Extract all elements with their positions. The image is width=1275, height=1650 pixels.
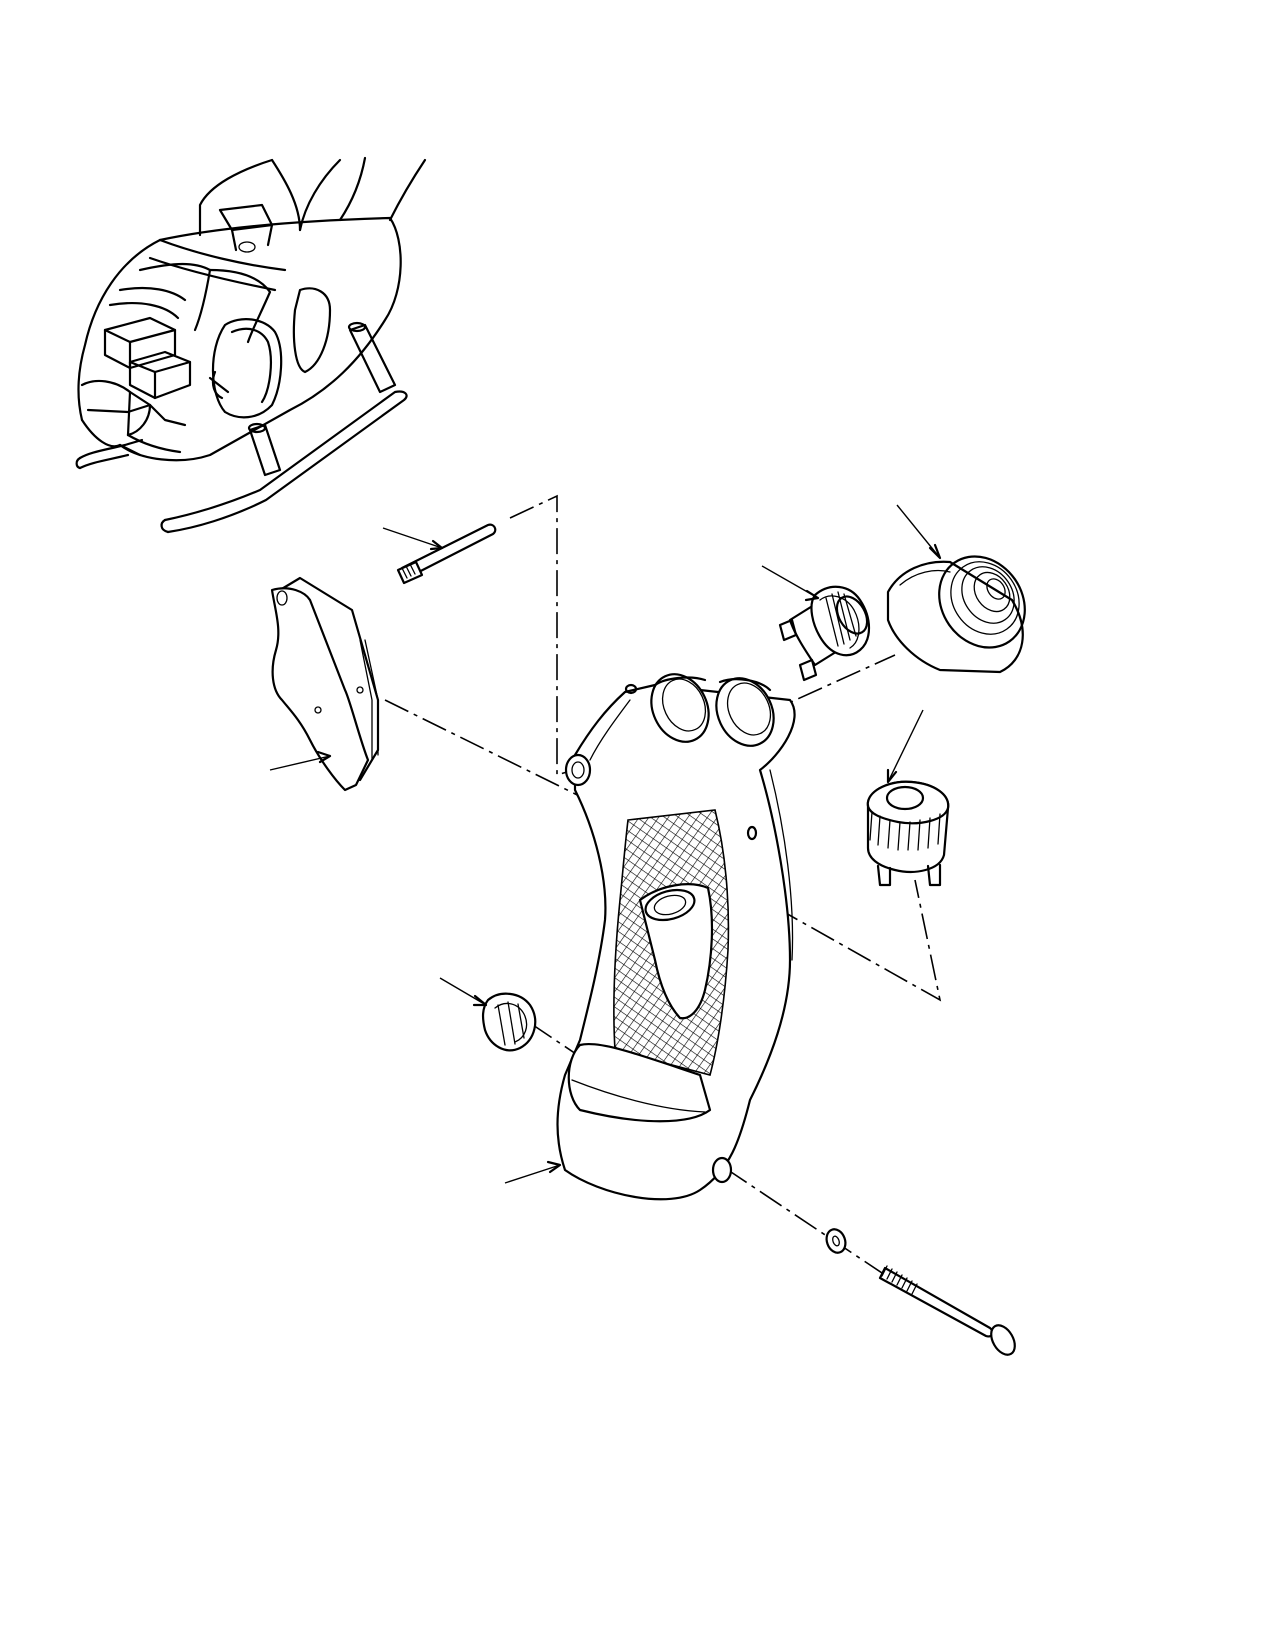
switch-right-leader <box>887 709 924 783</box>
bolt-part <box>878 1265 1016 1356</box>
lower-switch-part <box>866 709 950 887</box>
grip-housing-part <box>504 673 796 1201</box>
plug-part <box>439 977 537 1052</box>
side-plate-part <box>269 576 380 792</box>
plate-leader <box>269 755 331 771</box>
boot-leader <box>896 504 941 559</box>
grip-leader <box>504 1164 561 1184</box>
push-switch-part <box>761 565 871 682</box>
rubber-boot-part <box>886 504 1026 674</box>
pin-part <box>382 523 497 585</box>
pin-leader <box>382 527 443 549</box>
washer-part <box>825 1228 847 1254</box>
plug-leader <box>439 977 487 1006</box>
helicopter-locator-view <box>75 156 427 534</box>
